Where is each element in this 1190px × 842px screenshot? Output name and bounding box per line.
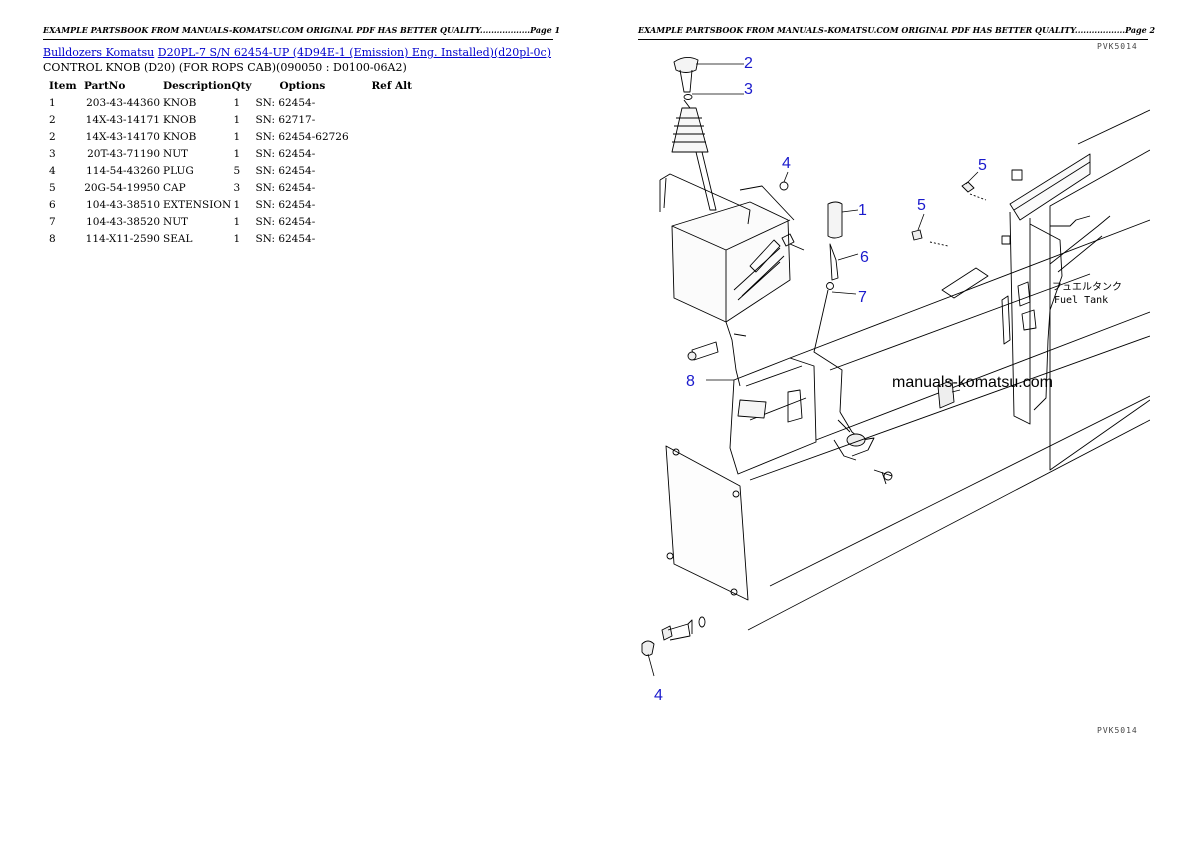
cell-item: 6	[49, 198, 56, 211]
table-header-row: Item PartNo Description Qty Options Ref …	[43, 77, 421, 94]
cell-item: 5	[49, 181, 56, 194]
cell-qty: 1	[233, 113, 241, 126]
col-header-partno: PartNo	[84, 79, 126, 92]
cell-description: CAP	[163, 181, 186, 194]
callout-6: 6	[860, 249, 869, 266]
cell-item: 8	[49, 232, 56, 245]
cell-partno: 203-43-44360	[86, 96, 160, 109]
cell-options: SN: 62454-	[255, 147, 316, 160]
cell-description: KNOB	[163, 113, 197, 126]
fuel-tank-label-jp: フュエルタンク	[1052, 281, 1122, 293]
cell-options: SN: 62454-	[255, 96, 316, 109]
cell-qty: 1	[233, 232, 241, 245]
callout-2: 2	[744, 55, 753, 72]
cell-partno: 114-X11-2590	[85, 232, 160, 245]
cell-refalt	[371, 230, 421, 247]
cell-refalt	[371, 162, 421, 179]
cell-description: EXTENSION	[163, 198, 232, 211]
fuel-tank-label-en: Fuel Tank	[1054, 295, 1108, 306]
cell-description: KNOB	[163, 130, 197, 143]
cell-options: SN: 62454-	[255, 181, 316, 194]
cell-qty: 5	[233, 164, 241, 177]
cell-item: 2	[49, 113, 56, 126]
cell-options: SN: 62454-	[255, 164, 316, 177]
callout-7: 7	[858, 289, 867, 306]
callout-3: 3	[744, 81, 753, 98]
cell-item: 7	[49, 215, 56, 228]
drawing-code-bottom: PVK5014	[1097, 726, 1138, 735]
cell-refalt	[371, 128, 421, 145]
col-header-item: Item	[49, 79, 77, 92]
cell-partno: 104-43-38510	[86, 198, 160, 211]
cell-qty: 1	[233, 215, 241, 228]
watermark: manuals-komatsu.com	[892, 374, 1053, 391]
cell-qty: 1	[233, 147, 241, 160]
cell-refalt	[371, 179, 421, 196]
cell-refalt	[371, 111, 421, 128]
cell-partno: 14X-43-14170	[85, 130, 160, 143]
col-header-options: Options	[279, 79, 326, 92]
callout-4-bottom: 4	[654, 687, 663, 704]
cell-refalt	[371, 196, 421, 213]
breadcrumb: Bulldozers Komatsu D20PL-7 S/N 62454-UP …	[43, 46, 551, 59]
cell-description: PLUG	[163, 164, 194, 177]
cell-qty: 1	[233, 198, 241, 211]
cell-options: SN: 62454-	[255, 198, 316, 211]
exploded-parts-diagram: 2 3 4 1 6 7 8 5 5 4 フュエルタンク Fuel Tank ma…	[641, 55, 1150, 704]
breadcrumb-link-model[interactable]: D20PL-7 S/N 62454-UP (4D94E-1 (Emission)…	[157, 46, 552, 59]
callout-5-left: 5	[917, 197, 926, 214]
col-header-description: Description	[163, 79, 232, 92]
cell-options: SN: 62454-	[255, 232, 316, 245]
cell-options: SN: 62454-	[255, 215, 316, 228]
cell-item: 1	[49, 96, 56, 109]
cell-qty: 1	[233, 130, 241, 143]
cell-options: SN: 62454-62726	[255, 130, 349, 143]
drawing-code-top: PVK5014	[1097, 42, 1138, 51]
cell-partno: 20T-43-71190	[87, 147, 160, 160]
col-header-refalt: Ref Alt	[371, 79, 413, 92]
cell-description: NUT	[163, 147, 189, 160]
section-title: CONTROL KNOB (D20) (FOR ROPS CAB)(090050…	[43, 61, 407, 74]
col-header-qty: Qty	[231, 79, 252, 92]
cell-refalt	[371, 213, 421, 230]
callout-1: 1	[858, 202, 867, 219]
callout-5-right: 5	[978, 157, 987, 174]
cell-qty: 3	[233, 181, 241, 194]
cell-partno: 20G-54-19950	[84, 181, 160, 194]
cell-description: NUT	[163, 215, 189, 228]
cell-item: 2	[49, 130, 56, 143]
cell-partno: 114-54-43260	[86, 164, 160, 177]
callout-4-top: 4	[782, 155, 791, 172]
cell-options: SN: 62717-	[255, 113, 316, 126]
cell-description: SEAL	[163, 232, 193, 245]
cell-partno: 104-43-38520	[86, 215, 160, 228]
cell-description: KNOB	[163, 96, 197, 109]
cell-item: 4	[49, 164, 56, 177]
callout-8: 8	[686, 373, 695, 390]
page-1-header: EXAMPLE PARTSBOOK FROM MANUALS-KOMATSU.C…	[43, 25, 560, 40]
cell-refalt	[371, 94, 421, 111]
parts-table: Item PartNo Description Qty Options Ref …	[43, 77, 421, 247]
cell-refalt	[371, 145, 421, 162]
breadcrumb-link-bulldozers[interactable]: Bulldozers Komatsu	[43, 46, 155, 59]
cell-qty: 1	[233, 96, 241, 109]
cell-partno: 14X-43-14171	[85, 113, 160, 126]
cell-item: 3	[49, 147, 56, 160]
page-2-header: EXAMPLE PARTSBOOK FROM MANUALS-KOMATSU.C…	[638, 25, 1155, 40]
